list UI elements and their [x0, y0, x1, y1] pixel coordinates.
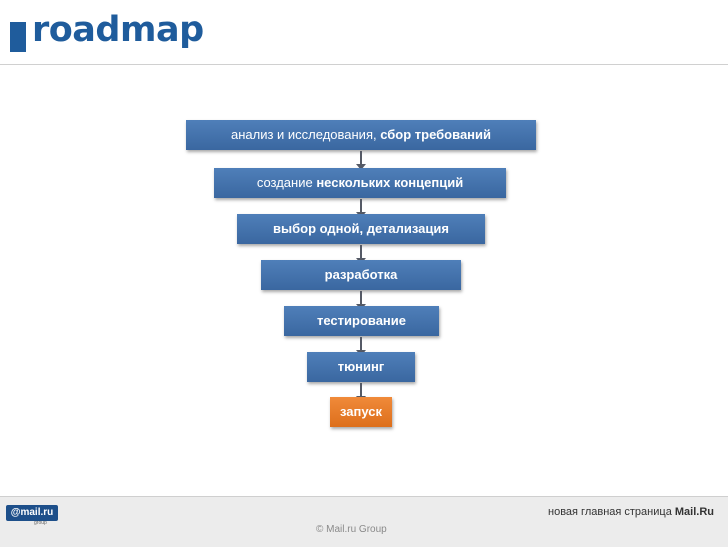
step-launch-label-bold: запуск	[339, 404, 382, 419]
title-marker	[10, 22, 26, 52]
step-testing: тестирование	[284, 306, 439, 336]
step-tuning-label-bold: тюнинг	[337, 359, 385, 374]
step-development-label-bold: разработка	[324, 267, 398, 282]
page-label-brand: Mail.Ru	[674, 506, 714, 518]
copyright-text: © Mail.ru Group	[316, 524, 387, 535]
arrow-down-icon	[356, 199, 366, 218]
step-tuning: тюнинг	[307, 352, 415, 382]
step-launch: запуск	[330, 397, 392, 427]
step-analysis-label: анализ и исследования,	[230, 127, 381, 142]
step-concepts: создание нескольких концепций	[214, 168, 506, 198]
arrow-down-icon	[356, 383, 366, 402]
step-selection: выбор одной, детализация	[237, 214, 485, 244]
step-concepts-label: создание	[256, 175, 317, 190]
title-divider	[0, 64, 728, 65]
arrow-down-icon	[356, 245, 366, 264]
step-testing-label-bold: тестирование	[316, 313, 407, 328]
arrow-down-icon	[356, 337, 366, 356]
step-analysis: анализ и исследования, сбор требований	[186, 120, 536, 150]
step-analysis-label-bold: сбор требований	[380, 127, 492, 142]
step-development: разработка	[261, 260, 461, 290]
page-label: новая главная страница Mail.Ru	[548, 506, 714, 518]
step-selection-label-bold: выбор одной, детализация	[273, 221, 449, 236]
arrow-down-icon	[356, 291, 366, 310]
mailru-logo-sub: group	[34, 520, 47, 526]
mailru-logo: @mail.ru	[6, 505, 58, 521]
page-title: roadmap	[32, 10, 204, 50]
footer-bar: @mail.ru group новая главная страница Ma…	[0, 496, 728, 547]
step-concepts-label-bold: нескольких концепций	[316, 175, 464, 190]
page-label-text: новая главная страница	[548, 506, 675, 518]
arrow-down-icon	[356, 151, 366, 170]
